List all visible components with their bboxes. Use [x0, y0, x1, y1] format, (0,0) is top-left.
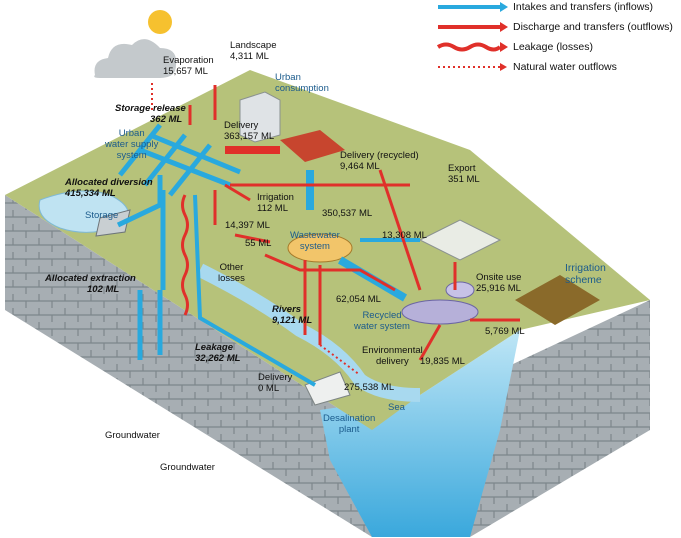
export-plant	[418, 219, 502, 261]
label-sea: Sea	[388, 402, 405, 413]
river-outflow-arrow	[319, 344, 361, 376]
river	[196, 263, 421, 402]
label-13308: 13,308 ML	[382, 230, 427, 241]
wastewater-plant	[287, 233, 353, 263]
recycled-water-plant	[401, 299, 479, 325]
label-275538: 275,538 ML	[344, 382, 395, 393]
legend-outflows: Discharge and transfers (outflows)	[513, 21, 673, 33]
sun-icon	[148, 10, 172, 34]
sea-cut	[320, 330, 520, 537]
dam-wall	[95, 209, 131, 237]
legend-leakage: Leakage (losses)	[513, 41, 593, 53]
leakage-arrow	[181, 194, 189, 316]
label-350537: 350,537 ML	[322, 208, 373, 219]
inflow-arrow-recycled	[337, 256, 408, 302]
inflow-arrow-desalination	[193, 194, 317, 387]
label-55: 55 ML	[245, 238, 272, 249]
inflow-arrow-diversion	[116, 175, 163, 228]
label-delivery-recycled: Delivery (recycled)9,464 ML	[340, 150, 419, 172]
label-14397: 14,397 ML	[225, 220, 270, 231]
label-19835: 19,835 ML	[420, 356, 465, 367]
ground-block-left-face	[5, 195, 372, 537]
houses	[280, 130, 345, 162]
onsite-tank	[445, 281, 475, 299]
legend-natural: Natural water outflows	[513, 61, 617, 73]
city-buildings	[239, 91, 281, 143]
supply-grid	[118, 123, 241, 197]
outflow-arrows	[188, 85, 520, 361]
irrigation-scheme-field	[515, 275, 600, 325]
label-groundwater-1: Groundwater	[105, 430, 160, 441]
legend-swatches	[436, 2, 508, 71]
label-storage: Storage	[85, 210, 119, 221]
desalination-plant	[304, 371, 351, 406]
legend-inflows: Intakes and transfers (inflows)	[513, 1, 654, 13]
label-groundwater-2: Groundwater	[160, 462, 215, 473]
label-62054: 62,054 ML	[336, 294, 381, 305]
label-5769: 5,769 ML	[485, 326, 525, 337]
cloud-icon	[94, 39, 177, 78]
